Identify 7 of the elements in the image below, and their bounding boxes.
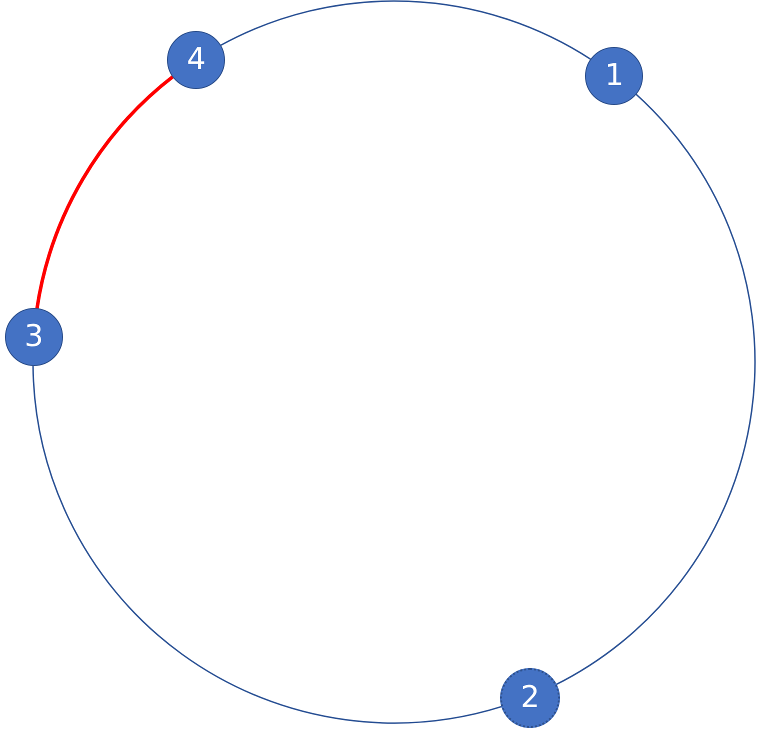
node-number: 2	[520, 682, 540, 713]
node-number: 1	[604, 60, 624, 91]
connector-arc	[220, 0, 592, 60]
connector-arc	[32, 364, 504, 724]
node-number: 3	[24, 322, 44, 352]
node-number: 4	[186, 44, 206, 75]
connector-arc	[35, 74, 175, 310]
